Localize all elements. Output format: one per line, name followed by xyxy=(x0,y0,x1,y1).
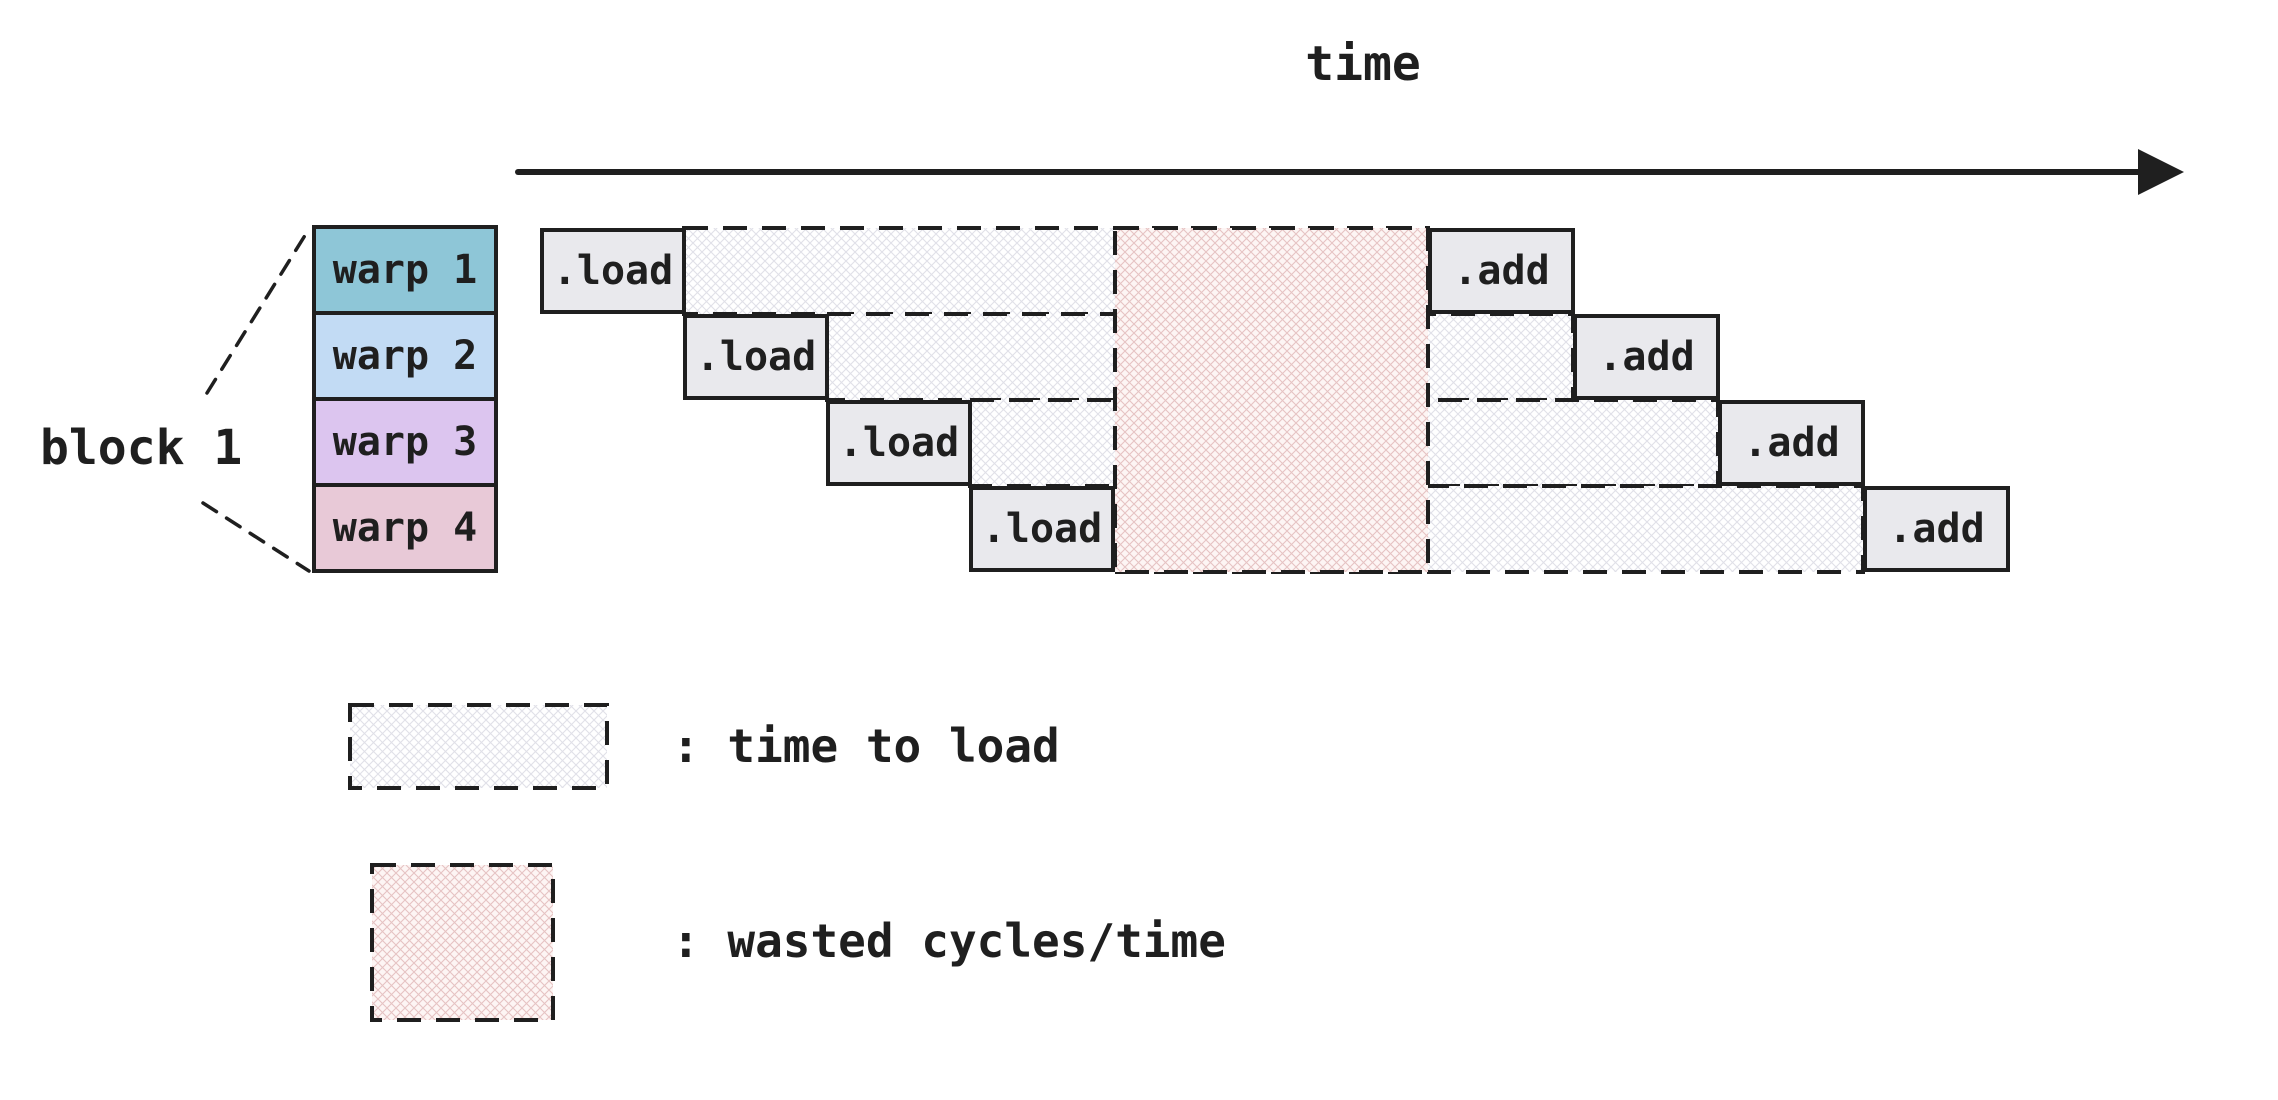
wasted-cycles-band xyxy=(1113,226,1430,574)
warp-1-box: warp 1 xyxy=(312,225,498,315)
warp-stack: warp 1 warp 2 warp 3 warp 4 xyxy=(312,225,498,573)
legend-label-time-to-load: : time to load xyxy=(672,719,1060,773)
load-box-warp2: .load xyxy=(683,314,829,400)
load-box-warp1: .load xyxy=(540,228,686,314)
block-label: block 1 xyxy=(40,420,243,476)
load-box-warp3: .load xyxy=(826,400,972,486)
add-box-warp2: .add xyxy=(1573,314,1720,400)
time-axis-arrowhead-icon xyxy=(2138,149,2184,195)
legend-swatch-time-to-load xyxy=(348,703,609,790)
add-box-warp3: .add xyxy=(1718,400,1865,486)
warp-3-label: warp 3 xyxy=(332,419,478,465)
time-axis-arrow xyxy=(515,149,2184,195)
warp-4-box: warp 4 xyxy=(312,483,498,573)
add-box-warp1: .add xyxy=(1428,228,1575,314)
legend-swatch-wasted-cycles xyxy=(370,863,555,1022)
warp-3-box: warp 3 xyxy=(312,397,498,487)
warp-2-box: warp 2 xyxy=(312,311,498,401)
add-box-warp4: .add xyxy=(1863,486,2010,572)
legend-label-wasted-cycles: : wasted cycles/time xyxy=(672,914,1226,968)
warp-4-label: warp 4 xyxy=(332,505,478,551)
warp-1-label: warp 1 xyxy=(332,247,478,293)
block-connector-lower xyxy=(201,501,311,573)
time-axis-label: time xyxy=(1305,36,1421,92)
load-box-warp4: .load xyxy=(969,486,1115,572)
block-connector-upper xyxy=(205,227,311,395)
warp-2-label: warp 2 xyxy=(332,333,478,379)
